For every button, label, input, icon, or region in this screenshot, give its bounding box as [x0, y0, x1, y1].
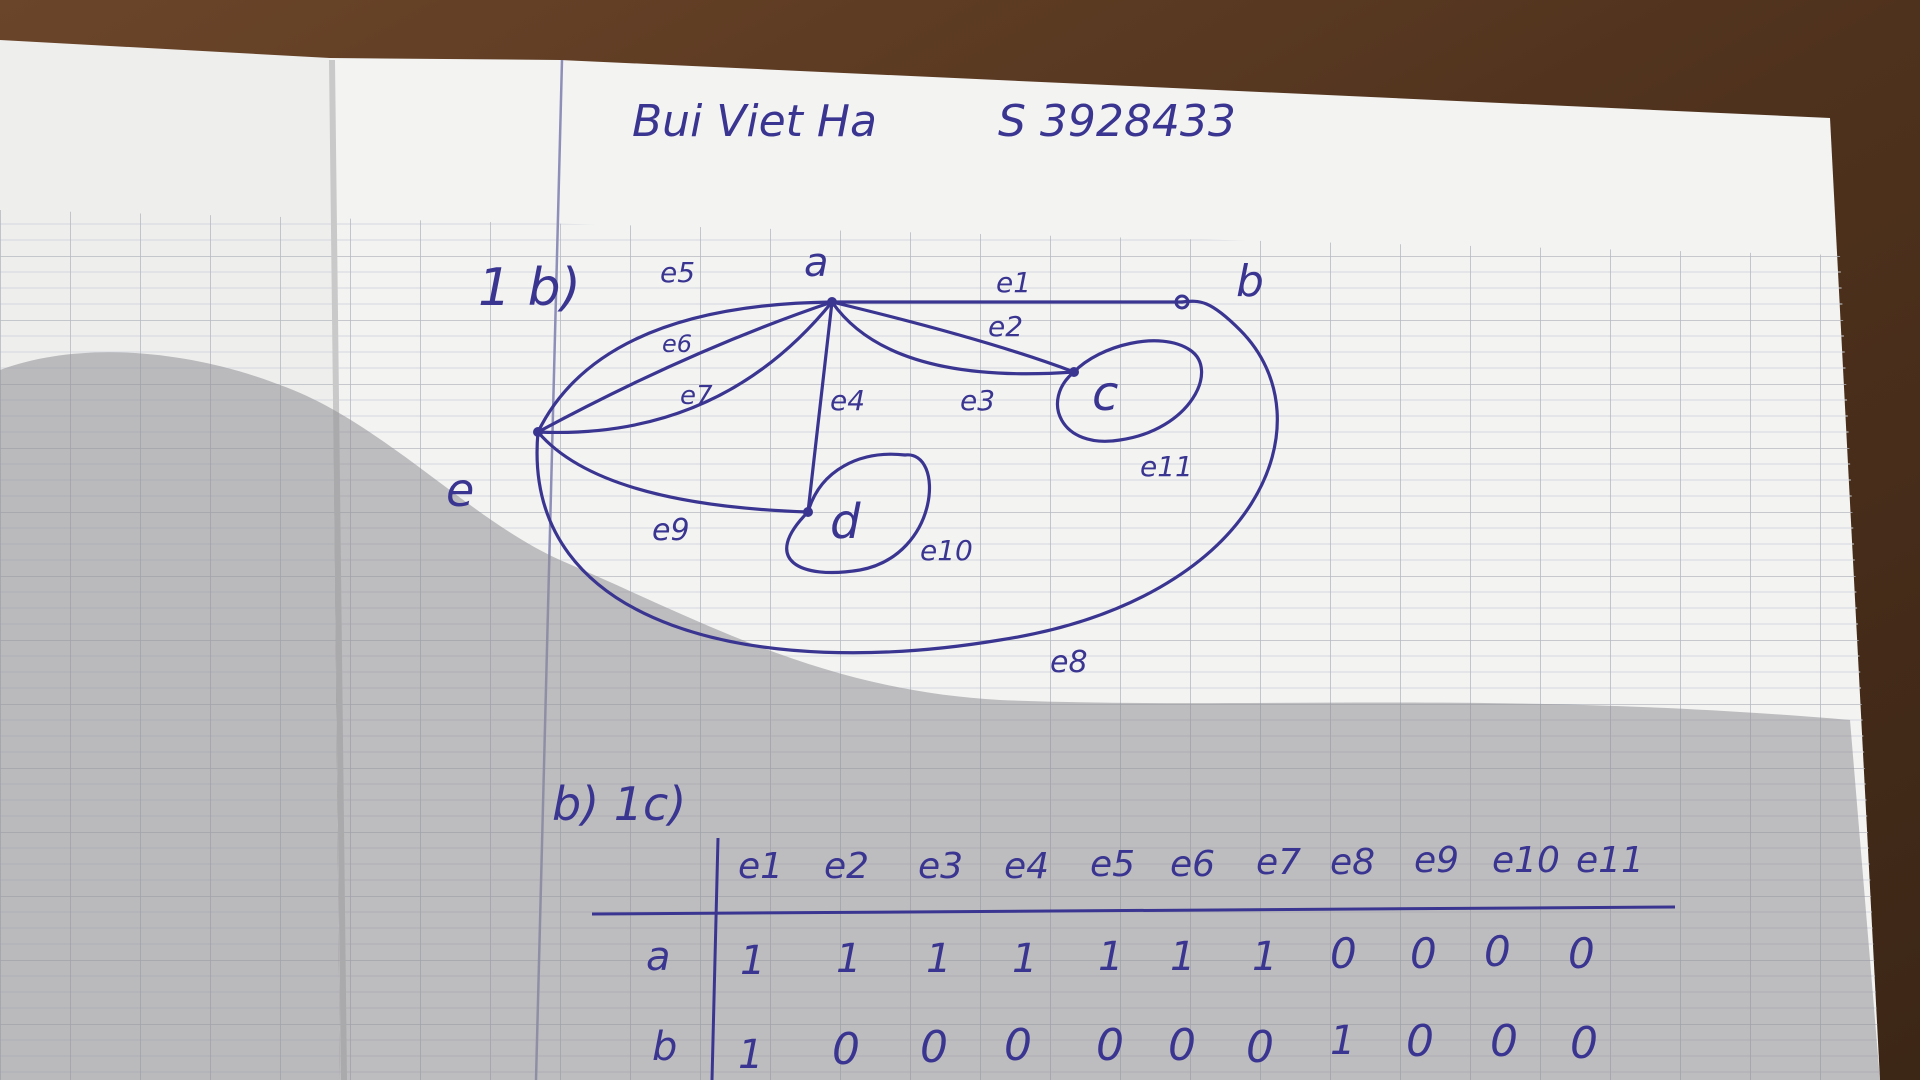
edge-label-e9: e9 [652, 513, 690, 548]
vertex-c-label: c [1092, 366, 1118, 422]
matrix-col-header: e3 [918, 846, 963, 887]
matrix-cell: 0 [920, 1022, 948, 1073]
edge-label-e5: e5 [660, 256, 695, 289]
edge-e4 [806, 300, 834, 514]
matrix-col-header: e1 [738, 846, 783, 887]
part-label-graph: 1 b) [478, 258, 581, 318]
matrix-col-header: e7 [1256, 842, 1301, 883]
vertex-b-dot [1174, 294, 1190, 310]
edge-e8 [535, 299, 1279, 655]
matrix-cell: 0 [1484, 927, 1511, 976]
matrix-row-label: b [652, 1024, 677, 1070]
matrix-col-header: e8 [1330, 842, 1375, 883]
matrix-row-b: b 1 0 0 0 0 0 0 1 0 0 0 [652, 1016, 1598, 1078]
edge-label-e11: e11 [1140, 450, 1193, 483]
vertex-d-label: d [830, 494, 861, 550]
matrix-cell: 0 [1168, 1020, 1196, 1071]
matrix-cell: 0 [1570, 1018, 1598, 1069]
matrix-cell: 0 [1406, 1016, 1434, 1067]
matrix-cell: 0 [1096, 1020, 1124, 1071]
vertex-e-dot [533, 427, 543, 437]
matrix-cell: 1 [1098, 934, 1123, 980]
student-id: S 3928433 [998, 96, 1236, 147]
matrix-col-header: e10 [1492, 840, 1560, 881]
edge-label-e3: e3 [960, 384, 995, 417]
matrix-cell: 0 [1568, 929, 1595, 978]
matrix-col-header: e4 [1004, 846, 1049, 887]
matrix-header-rule [591, 905, 1676, 916]
edge-e3 [830, 300, 1076, 376]
matrix-cell: 1 [738, 1032, 763, 1078]
vertex-e-label: e [446, 463, 474, 517]
shadow-overlay [0, 352, 1880, 1080]
edge-label-e2: e2 [988, 310, 1023, 343]
student-name: Bui Viet Ha [632, 96, 877, 147]
graph-drawing [533, 294, 1279, 655]
matrix-row-rule [710, 837, 720, 1080]
vertex-d-dot [803, 507, 813, 517]
vertex-c-dot [1069, 367, 1079, 377]
matrix-col-header: e6 [1170, 844, 1215, 885]
edge-label-e10: e10 [920, 534, 973, 567]
edge-e10-loop [785, 452, 932, 575]
edge-e11-loop [1055, 339, 1204, 443]
edge-e2 [830, 300, 1076, 374]
vertex-b-label: b [1236, 256, 1264, 307]
matrix-row-a: a 1 1 1 1 1 1 1 0 0 0 0 [646, 927, 1595, 984]
matrix-col-header: e11 [1576, 840, 1644, 881]
matrix-cell: 0 [1004, 1020, 1032, 1071]
matrix-col-header: e9 [1414, 840, 1459, 881]
matrix-col-header: e2 [824, 846, 869, 887]
matrix-cell: 1 [836, 936, 861, 982]
vertex-a-dot [827, 297, 837, 307]
edge-label-e8: e8 [1050, 645, 1088, 680]
vertex-a-label: a [804, 240, 829, 286]
edge-e6 [536, 300, 834, 434]
matrix-col-header: e5 [1090, 844, 1135, 885]
matrix-cell: 0 [1490, 1016, 1518, 1067]
matrix-cell: 1 [740, 938, 765, 984]
matrix-cell: 1 [1012, 936, 1037, 982]
matrix-cell: 0 [1330, 929, 1357, 978]
matrix-column-headers: e1 e2 e3 e4 e5 e6 e7 e8 e9 e10 e11 [738, 840, 1644, 887]
matrix-cell: 0 [832, 1024, 860, 1075]
edge-label-e7: e7 [680, 381, 713, 411]
matrix-cell: 1 [1170, 934, 1195, 980]
matrix-cell: 1 [1330, 1018, 1355, 1064]
matrix-cell: 1 [926, 936, 951, 982]
edge-e5 [536, 300, 834, 434]
matrix-row-label: a [646, 934, 671, 980]
edge-label-e1: e1 [996, 266, 1031, 299]
part-label-matrix: b) 1c) [552, 777, 686, 831]
edge-e9 [536, 430, 810, 514]
edge-label-e6: e6 [662, 330, 692, 358]
matrix-cell: 0 [1410, 929, 1437, 978]
matrix-cell: 0 [1246, 1022, 1274, 1073]
edge-e7 [536, 300, 834, 435]
matrix-cell: 1 [1252, 934, 1277, 980]
edge-label-e4: e4 [830, 384, 865, 417]
